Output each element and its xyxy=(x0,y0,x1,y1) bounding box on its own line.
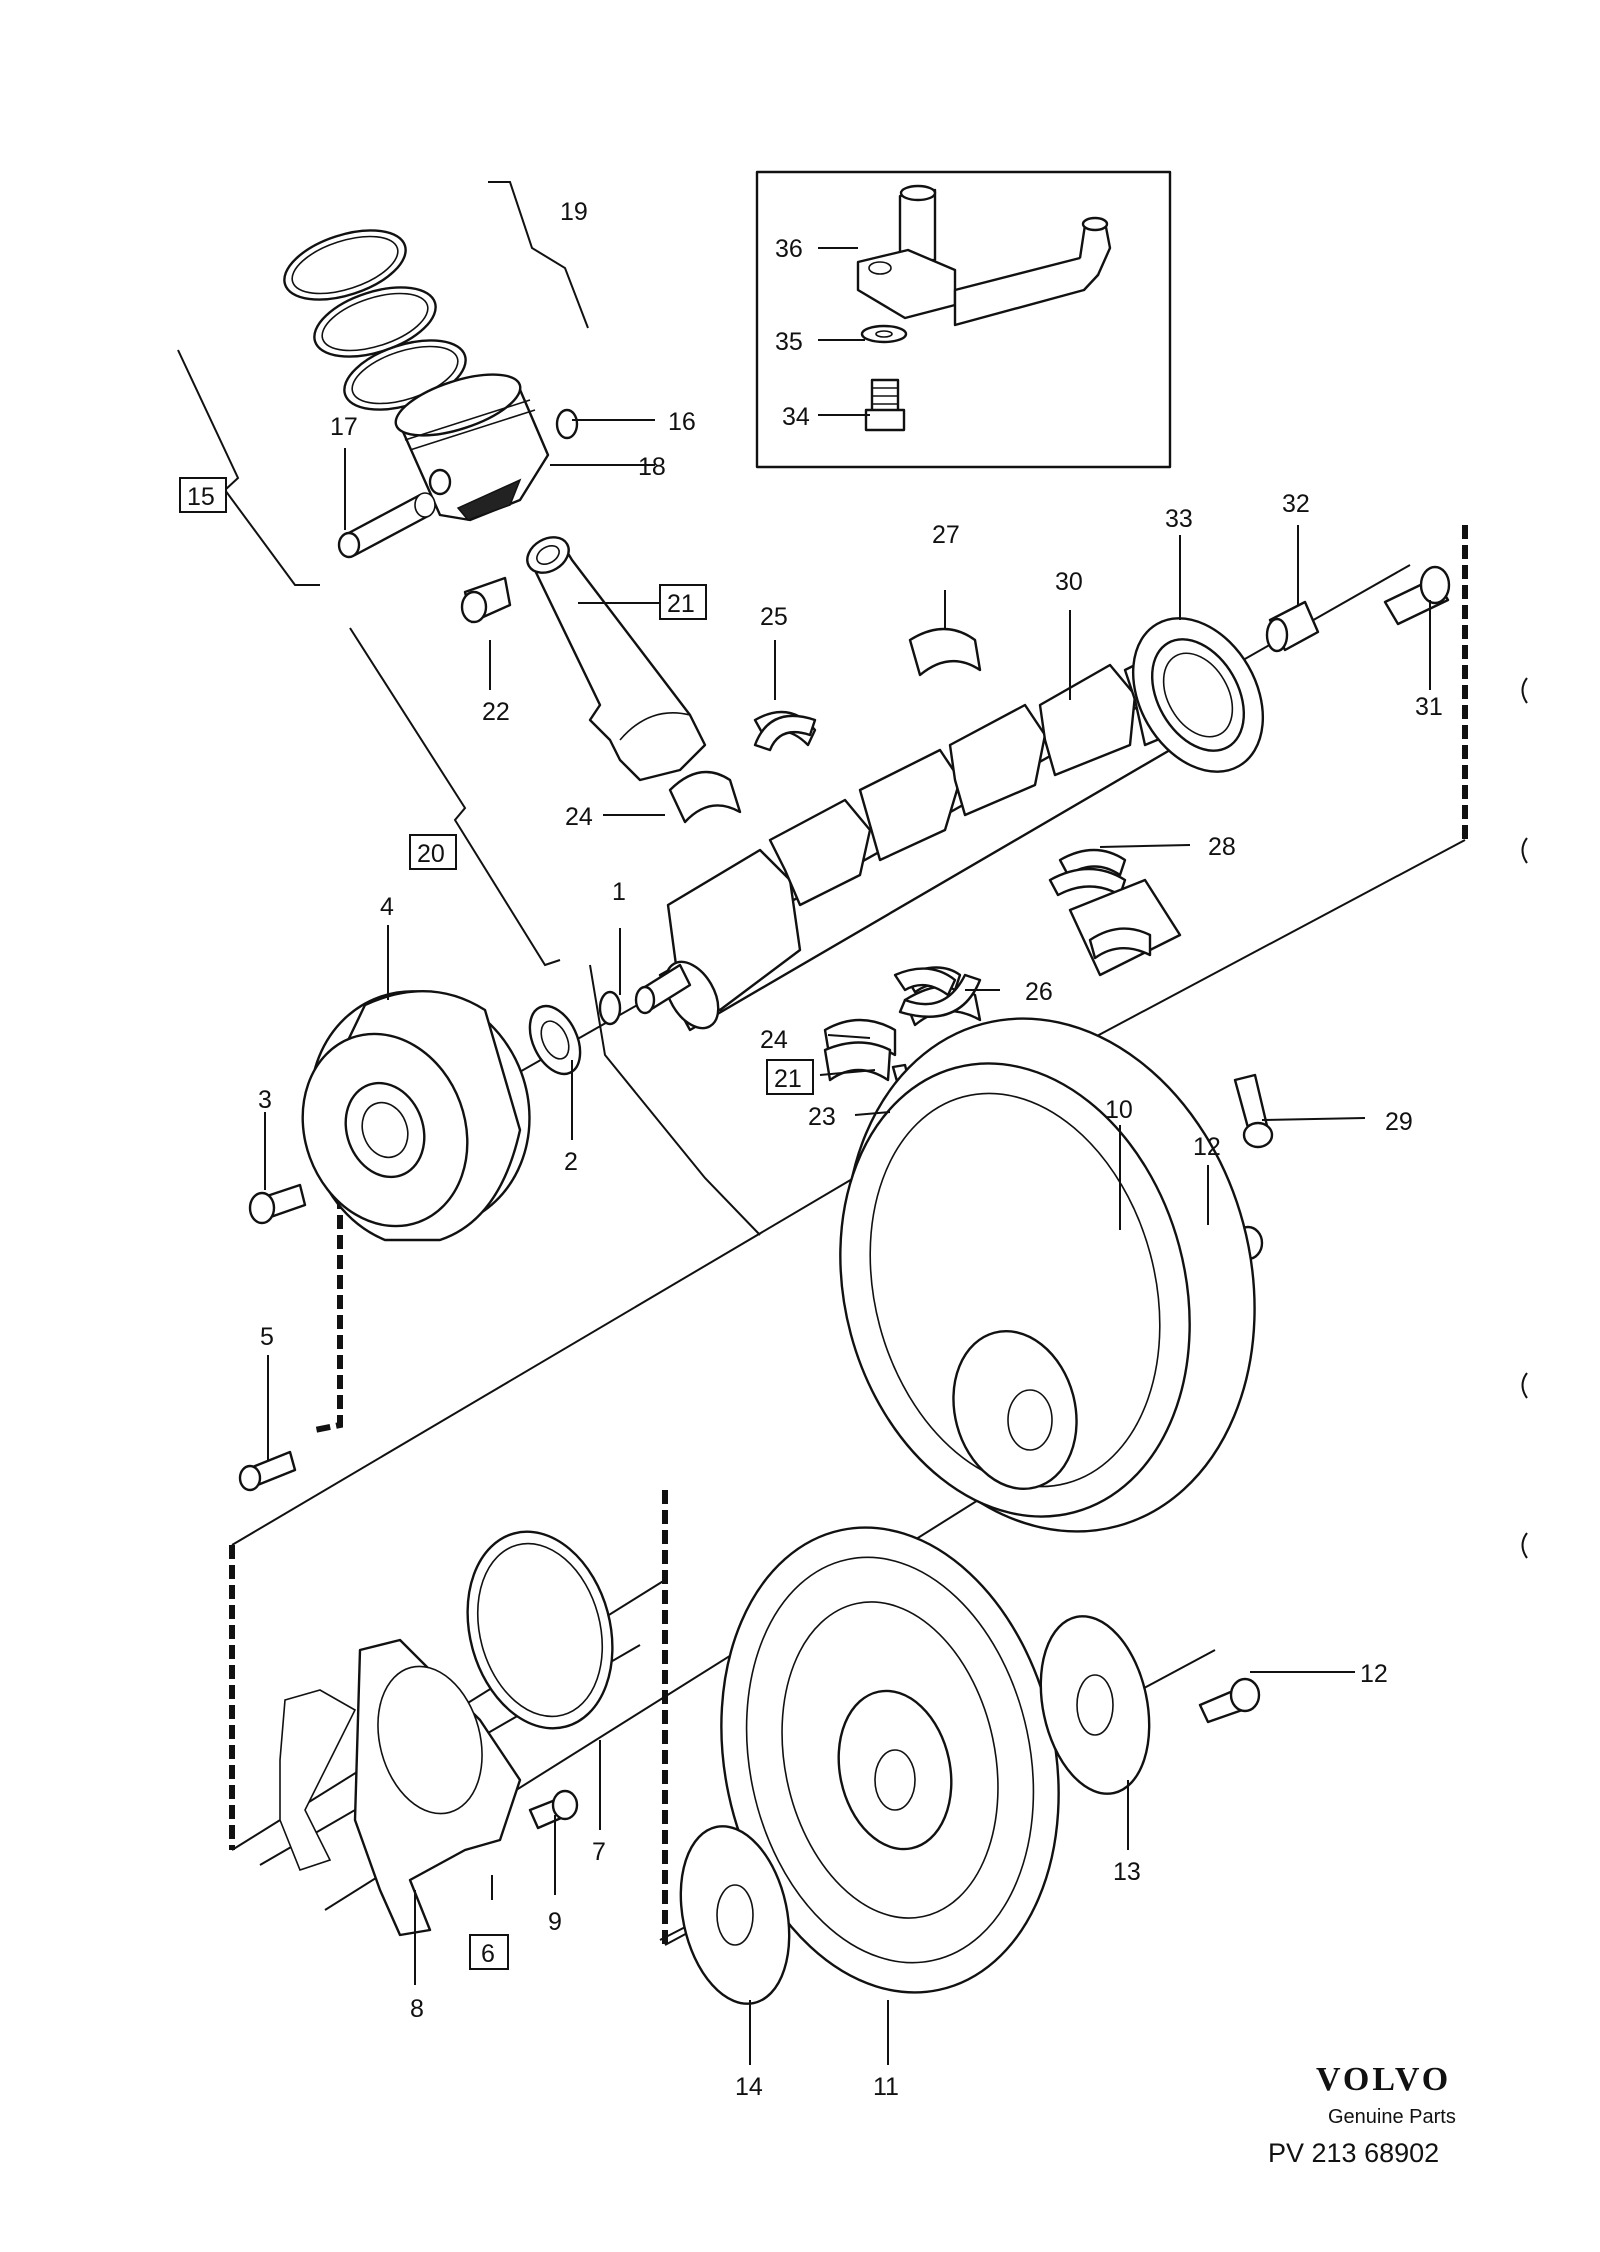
oil-jet-bolt xyxy=(1383,565,1451,626)
callout-1: 1 xyxy=(612,878,626,906)
flywheel xyxy=(839,1017,1256,1533)
rear-seal-flange xyxy=(1131,617,1265,773)
callout-21b-box xyxy=(766,1059,814,1095)
callout-labels: 1 2 3 4 5 6 7 8 9 10 11 12 12 13 14 15 1… xyxy=(179,198,1443,2101)
circlip xyxy=(555,408,579,440)
callout-26: 26 xyxy=(1025,978,1053,1006)
callout-14: 14 xyxy=(735,2073,763,2101)
main-bearing-cap xyxy=(1068,878,1182,977)
small-end-bushing xyxy=(460,576,512,624)
flex-plate xyxy=(720,1526,1060,1994)
brand-logo: VOLVO xyxy=(1316,2061,1451,2098)
callout-27: 27 xyxy=(932,521,960,549)
callout-16: 16 xyxy=(668,408,696,436)
housing-gasket xyxy=(279,1689,357,1871)
callout-29: 29 xyxy=(1385,1108,1413,1136)
callout-8: 8 xyxy=(410,1995,424,2023)
callout-4: 4 xyxy=(380,893,394,921)
thrust-washers xyxy=(753,714,982,1018)
callout-25: 25 xyxy=(760,603,788,631)
callout-13: 13 xyxy=(1113,1858,1141,1886)
callout-20: 20 xyxy=(417,840,445,868)
callout-3: 3 xyxy=(258,1086,272,1114)
callout-6: 6 xyxy=(481,1940,495,1968)
footer: VOLVO Genuine Parts PV 213 68902 xyxy=(1268,2061,1456,2168)
callout-22: 22 xyxy=(482,698,510,726)
callout-2: 2 xyxy=(564,1148,578,1176)
callout-35: 35 xyxy=(775,328,803,356)
callout-21a-box xyxy=(659,584,707,620)
callout-10: 10 xyxy=(1105,1096,1133,1124)
callout-36: 36 xyxy=(775,235,803,263)
callout-15-box xyxy=(179,477,227,513)
callout-21b: 21 xyxy=(774,1065,802,1093)
pilot-bushing xyxy=(1265,600,1320,653)
callout-20-box xyxy=(409,834,457,870)
callout-15: 15 xyxy=(187,483,215,511)
callout-32: 32 xyxy=(1282,490,1310,518)
callout-6-box xyxy=(469,1934,509,1970)
diagram-reference: PV 213 68902 xyxy=(1268,2138,1439,2168)
callout-18: 18 xyxy=(638,453,666,481)
callout-24b: 24 xyxy=(760,1026,788,1054)
piston-pin xyxy=(337,492,436,559)
key-washer xyxy=(598,990,622,1026)
callout-34: 34 xyxy=(782,403,810,431)
callout-31: 31 xyxy=(1415,693,1443,721)
callout-23: 23 xyxy=(808,1103,836,1131)
piston-rings xyxy=(283,229,467,411)
callout-12b: 12 xyxy=(1360,1660,1388,1688)
oil-jet-inset xyxy=(755,170,1172,469)
callout-28: 28 xyxy=(1208,833,1236,861)
callout-30: 30 xyxy=(1055,568,1083,596)
callout-19: 19 xyxy=(560,198,588,226)
vibration-damper xyxy=(301,990,531,1242)
spacer-plate-rear xyxy=(1039,1615,1151,1795)
callout-9: 9 xyxy=(548,1908,562,1936)
connecting-rod xyxy=(526,536,707,782)
crankshaft xyxy=(634,638,1212,1032)
crankshaft-rear-seal xyxy=(466,1530,614,1730)
callout-33: 33 xyxy=(1165,505,1193,533)
callout-5: 5 xyxy=(260,1323,274,1351)
callout-7: 7 xyxy=(592,1838,606,1866)
margin-marks xyxy=(1521,677,1528,1559)
timing-sprocket xyxy=(528,1004,582,1076)
spacer-plate-front xyxy=(679,1825,791,2005)
callout-11: 11 xyxy=(873,2073,899,2101)
brand-subtitle: Genuine Parts xyxy=(1328,2106,1456,2128)
callout-17: 17 xyxy=(330,413,358,441)
callout-12a: 12 xyxy=(1193,1133,1221,1161)
leader-lines xyxy=(264,247,1431,2065)
seal-housing xyxy=(353,1638,522,1937)
callout-24a: 24 xyxy=(565,803,593,831)
callout-21a: 21 xyxy=(667,590,695,618)
piston xyxy=(394,373,550,522)
